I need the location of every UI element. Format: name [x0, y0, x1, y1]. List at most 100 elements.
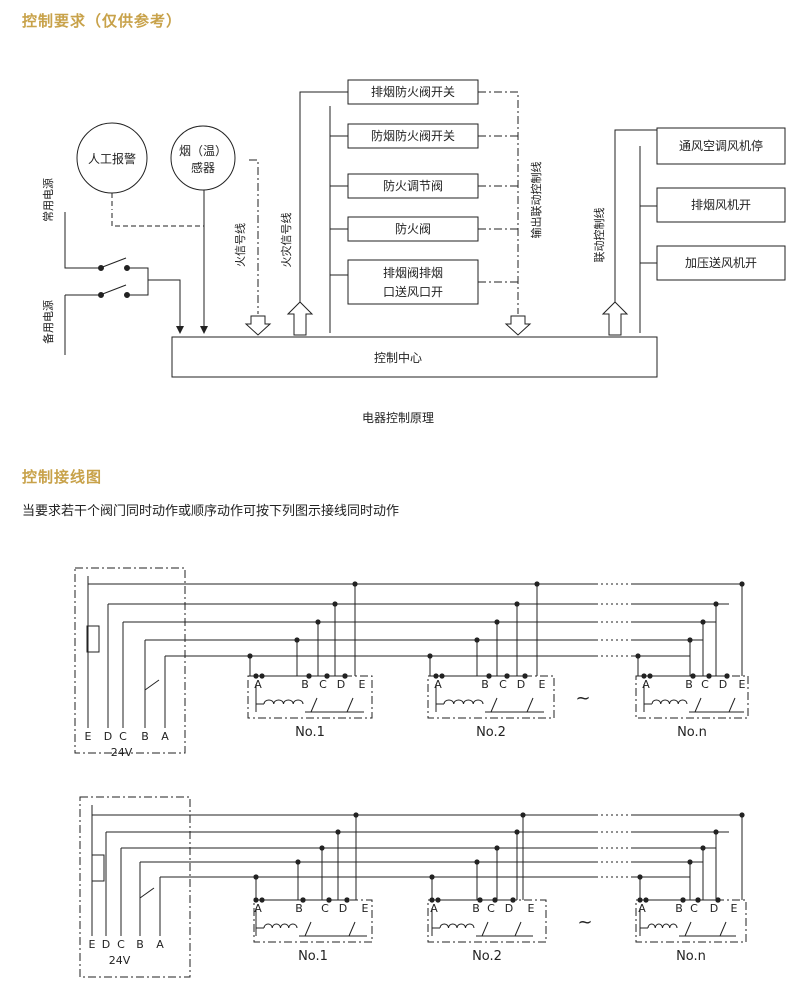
controller-terminal-label: D	[104, 730, 112, 743]
unit-switch	[310, 697, 318, 713]
junction-dot	[352, 581, 358, 587]
unit-terminal-label: B	[295, 902, 303, 915]
junction-dot	[514, 601, 520, 607]
unit-switch	[728, 697, 736, 713]
fan-box-3	[656, 245, 786, 281]
fan-box-1	[656, 127, 786, 165]
unit-switch	[304, 921, 312, 937]
controller-terminal-label: A	[156, 938, 164, 951]
controller-terminal-label: C	[119, 730, 127, 743]
junction-dot	[259, 897, 265, 903]
principle-caption: 电器控制原理	[362, 411, 434, 425]
unit-terminal-label: A	[430, 902, 438, 915]
unit-switch	[694, 697, 702, 713]
backup-power-line	[64, 280, 149, 355]
fire-alarm-signal-label: 火灾信号线	[279, 213, 293, 268]
link-control-label: 联动控制线	[592, 208, 606, 263]
junction-dot	[690, 673, 696, 679]
junction-dot	[534, 581, 540, 587]
unit-terminal-label: A	[254, 678, 262, 691]
junction-dot	[319, 845, 325, 851]
junction-dot	[439, 673, 445, 679]
junction-dot	[637, 874, 643, 880]
junction-dot	[680, 897, 686, 903]
junction-dot	[700, 845, 706, 851]
junction-dot	[492, 897, 498, 903]
resistor-symbol	[86, 625, 100, 653]
controller-box	[79, 796, 191, 978]
junction-dot	[300, 897, 306, 903]
junction-dot	[253, 897, 259, 903]
valve-label-5b: 口送风口开	[383, 284, 443, 299]
junction-dot	[332, 601, 338, 607]
controller-terminal-label: B	[141, 730, 149, 743]
unit-terminal-label: C	[690, 902, 698, 915]
junction-dot	[643, 897, 649, 903]
detector-label-2: 感器	[191, 160, 215, 175]
detector-circle	[170, 125, 236, 191]
junction-dot	[739, 812, 745, 818]
unit-terminal-label: E	[739, 678, 746, 691]
junction-dot	[504, 673, 510, 679]
controller-switch	[144, 679, 160, 691]
output-link-arrow	[504, 315, 532, 336]
unit-terminal-label: B	[301, 678, 309, 691]
junction-dot	[342, 673, 348, 679]
unit-terminal-label: A	[638, 902, 646, 915]
voltage-label: 24V	[109, 954, 131, 967]
fire-signal-arrow	[244, 315, 272, 336]
junction-dot	[247, 653, 253, 659]
valve-unit-box	[427, 675, 555, 719]
coil-symbol	[439, 923, 475, 929]
unit-switch	[481, 921, 489, 937]
voltage-label: 24V	[111, 746, 133, 759]
junction-dot	[486, 673, 492, 679]
unit-terminal-label: A	[254, 902, 262, 915]
unit-terminal-label: D	[517, 678, 525, 691]
junction-dot	[695, 897, 701, 903]
unit-switch	[346, 697, 354, 713]
unit-switch	[514, 921, 522, 937]
unit-terminal-label: A	[434, 678, 442, 691]
unit-terminal-label: B	[472, 902, 480, 915]
junction-dot	[687, 859, 693, 865]
unit-label-1: No.1	[298, 949, 328, 964]
unit-terminal-label: C	[701, 678, 709, 691]
junction-dot	[433, 673, 439, 679]
backup-power-switch	[99, 284, 127, 296]
unit-terminal-label: B	[481, 678, 489, 691]
unit-terminal-label: D	[339, 902, 347, 915]
unit-label-3: No.n	[677, 725, 707, 740]
unit-terminal-label: C	[487, 902, 495, 915]
continuation-tilde: ~	[575, 688, 590, 709]
unit-terminal-label: D	[337, 678, 345, 691]
output-link-line	[478, 91, 519, 314]
junction-dot	[429, 874, 435, 880]
unit-terminal-label: D	[505, 902, 513, 915]
fan-label-2: 排烟风机开	[691, 198, 751, 212]
junction-dot	[427, 653, 433, 659]
manual-alarm-label: 人工报警	[88, 151, 136, 166]
valve-unit-box	[247, 675, 373, 719]
unit-terminal-label: C	[499, 678, 507, 691]
alarm-link-line	[111, 193, 204, 227]
junction-dot	[315, 619, 321, 625]
unit-switch	[719, 921, 727, 937]
junction-dot	[344, 897, 350, 903]
section-title-wiring-diagram: 控制接线图	[22, 468, 103, 486]
junction-dot	[715, 897, 721, 903]
unit-label-2: No.2	[472, 949, 502, 964]
unit-switch	[684, 921, 692, 937]
junction-dot	[335, 829, 341, 835]
junction-dot	[353, 812, 359, 818]
valve-label-3: 防火调节阀	[383, 178, 443, 193]
backup-power-label: 备用电源	[41, 300, 55, 344]
valve-label-4: 防火阀	[395, 221, 431, 236]
unit-switch	[490, 697, 498, 713]
junction-dot	[259, 673, 265, 679]
fan-box-2	[656, 187, 786, 223]
junction-dot	[494, 845, 500, 851]
wiring-description: 当要求若干个阀门同时动作或顺序动作可按下列图示接线同时动作	[22, 504, 400, 519]
unit-label-2: No.2	[476, 725, 506, 740]
